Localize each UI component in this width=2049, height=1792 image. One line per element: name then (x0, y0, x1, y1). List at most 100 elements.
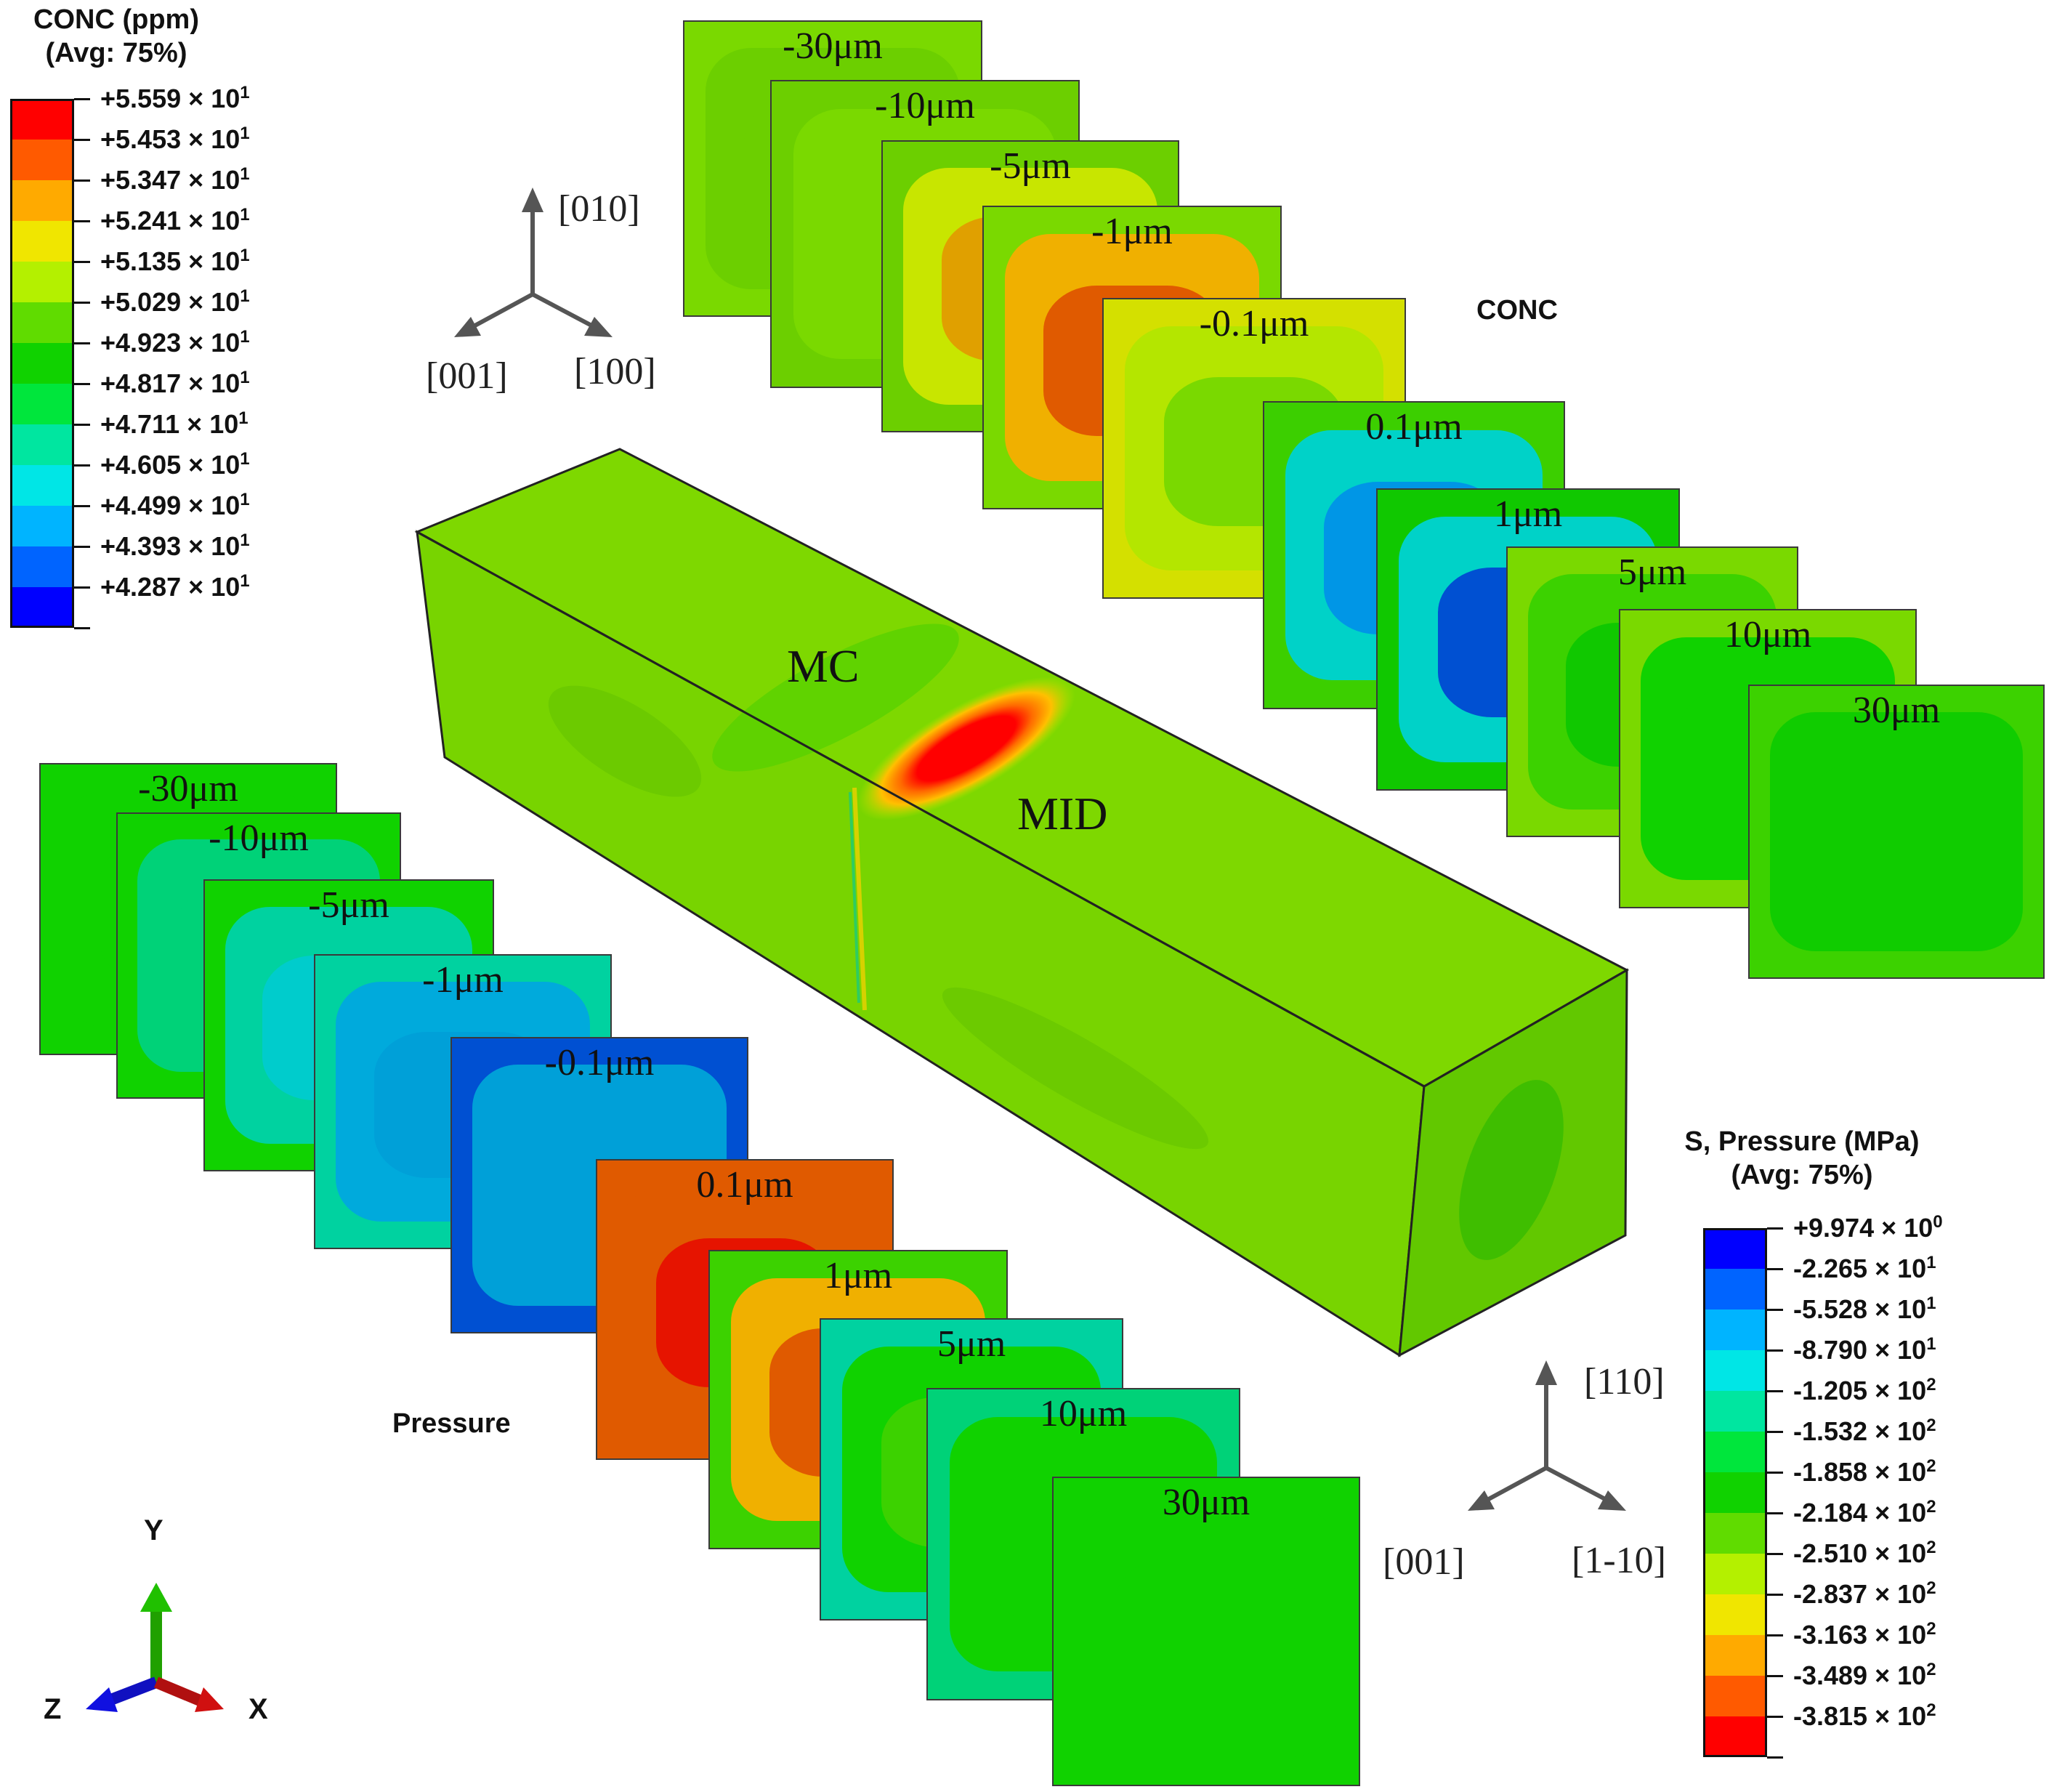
slice-depth-label: -30μm (138, 768, 238, 810)
legend-swatch (1703, 1716, 1767, 1757)
slice-depth-label: 1μm (823, 1255, 893, 1296)
legend-tick (1767, 1268, 1783, 1270)
legend-tick (1767, 1431, 1783, 1433)
bar-front-patch-2 (942, 987, 1209, 1150)
pressure-legend-title-line2: (Avg: 75%) (1731, 1160, 1873, 1190)
bar-top-mc-patch (712, 623, 959, 772)
legend-tick (74, 424, 90, 426)
legend-value-label: +5.347 × 101 (100, 164, 250, 195)
legend-swatch (10, 506, 74, 546)
slice-plate: 30μm (1052, 1477, 1360, 1786)
pressure-legend-title-line1: S, Pressure (MPa) (1684, 1126, 1920, 1157)
slice-depth-label: -0.1μm (1199, 303, 1309, 344)
legend-tick (74, 220, 90, 222)
legend-swatch (10, 180, 74, 221)
top-orientation-triad (454, 187, 613, 337)
bar-end-patch (1459, 1080, 1564, 1260)
legend-swatch (1703, 1432, 1767, 1472)
slice-depth-label: -10μm (209, 818, 309, 859)
legend-swatch (1703, 1269, 1767, 1309)
bar-interface-line-2 (849, 791, 860, 1004)
legend-value-label: +5.453 × 101 (100, 124, 250, 154)
legend-tick (74, 302, 90, 304)
legend-tick (1767, 1512, 1783, 1514)
triad-top-up-label: [010] (558, 188, 640, 230)
legend-tick (74, 98, 90, 100)
legend-tick (74, 627, 90, 629)
legend-tick (74, 586, 90, 589)
legend-swatch (1703, 1635, 1767, 1676)
bar-front-patch-1 (548, 685, 702, 797)
slice-depth-label: -10μm (875, 85, 975, 126)
slice-depth-label: -5μm (990, 145, 1071, 187)
global-axis-y-label: Y (144, 1514, 163, 1546)
slice-depth-label: 5μm (1617, 552, 1687, 593)
bar-label-mc: MC (787, 640, 860, 692)
legend-value-label: -2.837 × 102 (1793, 1578, 1936, 1609)
legend-value-label: -3.815 × 102 (1793, 1700, 1936, 1731)
legend-value-label: -1.858 × 102 (1793, 1456, 1936, 1487)
legend-value-label: +4.711 × 101 (100, 408, 248, 439)
legend-swatch (1703, 1594, 1767, 1635)
triad-bottom-up-label: [110] (1584, 1361, 1665, 1402)
legend-tick (1767, 1472, 1783, 1474)
legend-tick (1767, 1309, 1783, 1311)
legend-value-label: +5.241 × 101 (100, 205, 250, 235)
legend-swatch (1703, 1228, 1767, 1269)
legend-swatch (1703, 1391, 1767, 1432)
triad-bottom-right-label: [1-10] (1572, 1540, 1666, 1581)
legend-value-label: -1.205 × 102 (1793, 1375, 1936, 1405)
bar-edge (416, 530, 1628, 1088)
legend-tick (1767, 1349, 1783, 1352)
conc-group-label: CONC (1476, 295, 1558, 326)
slice-depth-label: 0.1μm (696, 1164, 793, 1206)
legend-value-label: +4.605 × 101 (100, 449, 250, 480)
bar-label-mid: MID (1017, 788, 1108, 839)
legend-swatch (10, 262, 74, 302)
global-axis-z-label: Z (44, 1693, 62, 1725)
legend-tick (1767, 1675, 1783, 1677)
slice-depth-label: 30μm (1162, 1482, 1250, 1523)
slice-depth-label: -0.1μm (544, 1042, 655, 1083)
legend-swatch (10, 221, 74, 262)
legend-value-label: -2.184 × 102 (1793, 1497, 1936, 1527)
legend-tick (1767, 1227, 1783, 1230)
triad-bottom-left-label: [001] (1383, 1541, 1465, 1583)
legend-swatch (1703, 1472, 1767, 1513)
slice-plate: 30μm (1748, 685, 2045, 979)
slice-depth-label: -5μm (308, 884, 389, 926)
pressure-group-label: Pressure (392, 1408, 511, 1439)
legend-tick (74, 505, 90, 507)
legend-swatch (10, 140, 74, 180)
global-axes-triad (86, 1583, 224, 1712)
legend-swatch (10, 99, 74, 140)
pressure-legend-title: S, Pressure (MPa) (Avg: 75%) (1671, 1125, 1933, 1192)
legend-tick (1767, 1634, 1783, 1636)
legend-value-label: +5.029 × 101 (100, 286, 250, 317)
legend-value-label: -3.489 × 102 (1793, 1660, 1936, 1690)
legend-swatch (1703, 1513, 1767, 1554)
legend-value-label: +4.817 × 101 (100, 368, 250, 398)
legend-value-label: +9.974 × 100 (1793, 1212, 1943, 1243)
slice-contour-core (1115, 1557, 1298, 1711)
bar-top-red-zone (857, 677, 1076, 820)
slice-depth-label: 10μm (1039, 1393, 1128, 1434)
legend-value-label: +5.559 × 101 (100, 83, 250, 113)
legend-tick (74, 139, 90, 141)
legend-tick (74, 342, 90, 344)
slice-depth-label: 1μm (1493, 493, 1563, 535)
triad-top-left-label: [001] (426, 355, 508, 397)
legend-value-label: -2.265 × 101 (1793, 1253, 1936, 1283)
legend-tick (1767, 1716, 1783, 1718)
conc-legend-title: CONC (ppm) (Avg: 75%) (15, 3, 218, 70)
legend-swatch (10, 546, 74, 587)
pressure-legend: S, Pressure (MPa) (Avg: 75%) +9.974 × 10… (1671, 1119, 2049, 1759)
bar-interface-line (852, 787, 867, 1011)
legend-swatch (1703, 1309, 1767, 1350)
bottom-orientation-triad (1468, 1360, 1626, 1511)
slice-contour-core (1808, 762, 1985, 908)
legend-swatch (1703, 1350, 1767, 1391)
legend-value-label: +4.499 × 101 (100, 490, 250, 520)
slice-depth-label: 10μm (1723, 614, 1812, 655)
legend-value-label: -8.790 × 101 (1793, 1334, 1936, 1365)
